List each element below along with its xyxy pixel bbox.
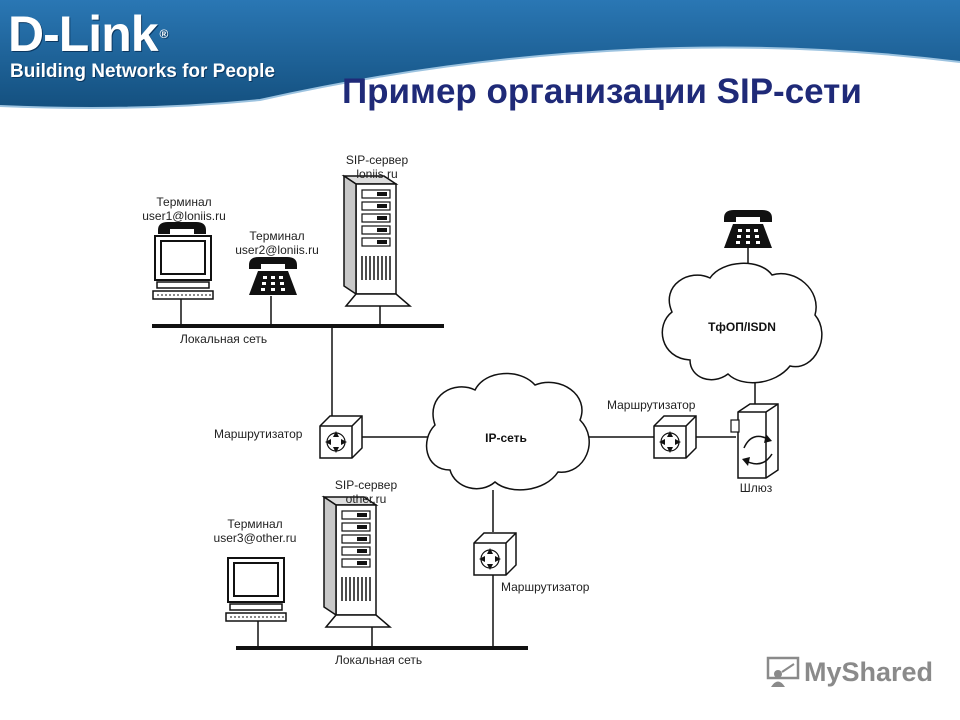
slide-title: Пример организации SIP-сети [342,72,862,111]
gateway-label: Шлюз [740,481,773,495]
pstn-label: ТфОП/ISDN [708,320,776,334]
ip-network-label: IP-сеть [485,431,527,445]
terminal-2-address: user2@loniis.ru [235,243,319,257]
watermark-text: MyShared [804,656,934,687]
lan-1-label: Локальная сеть [180,332,267,346]
gateway-icon [730,403,779,479]
sip-server-2-domain: other.ru [346,492,387,506]
router-icon [653,415,697,459]
header-banner [0,0,960,109]
terminal-3-label: Терминал [227,517,282,531]
server-icon [343,175,411,307]
lan-2-label: Локальная сеть [335,653,422,667]
terminal-3-address: user3@other.ru [214,531,297,545]
terminal-2-label: Терминал [249,229,304,243]
logo-wordmark: D-Link [8,6,159,62]
pstn-cloud [661,262,823,384]
router-left-label: Маршрутизатор [214,427,303,441]
phone-icon [724,210,772,248]
sip-server-2-label: SIP-сервер [335,478,398,492]
router-icon [473,532,517,576]
terminal-1-label: Терминал [156,195,211,209]
ip-network-cloud [425,372,590,491]
classroom-icon [766,656,800,687]
myshared-watermark: MyShared [766,656,933,688]
computer-icon [152,235,214,300]
terminal-1-address: user1@loniis.ru [142,209,226,223]
router-icon [319,415,363,459]
router-bottom-label: Маршрутизатор [501,580,590,594]
logo-registered-mark: ® [159,27,169,41]
sip-server-1-label: SIP-сервер [346,153,409,167]
sip-server-1-domain: loniis.ru [356,167,397,181]
dlink-logo: D-Link® Building Networks for People [8,6,275,82]
computer-icon [225,557,287,622]
logo-tagline: Building Networks for People [10,61,275,82]
router-right-label: Маршрутизатор [607,398,696,412]
server-icon [323,496,391,628]
phone-icon [249,257,297,295]
